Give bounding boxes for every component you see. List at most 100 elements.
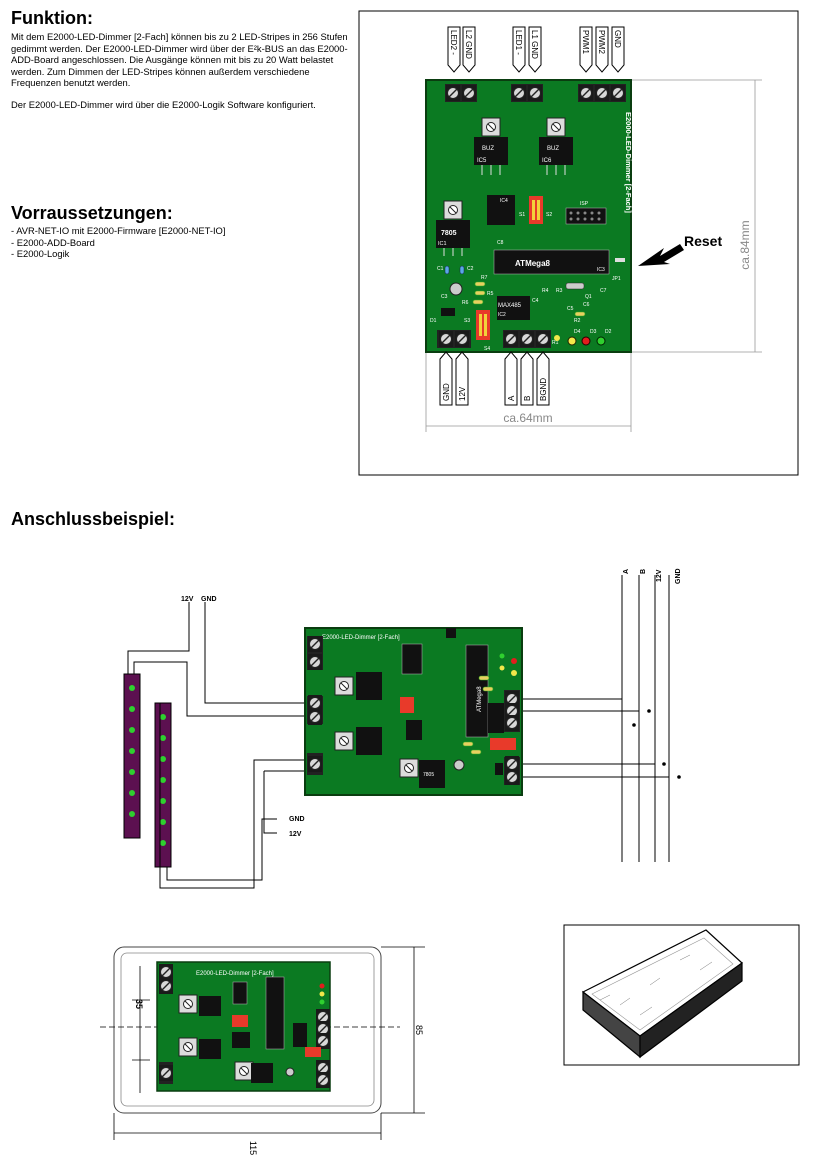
svg-text:C3: C3	[441, 294, 448, 300]
tag-led1: LED1 -	[514, 30, 523, 55]
wire-label-12v-right: 12V	[289, 831, 302, 838]
svg-text:R6: R6	[462, 300, 469, 306]
wiring-example: 12V GND GND 12V A B 12V GND E2000-LED-Di…	[123, 568, 682, 889]
svg-text:S3: S3	[464, 318, 470, 324]
svg-text:7805: 7805	[423, 772, 434, 778]
ic4: IC4	[487, 195, 515, 225]
tag-l2-gnd: L2 GND	[464, 30, 473, 59]
top-connector-tags: LED2 - L2 GND LED1 - L1 GND PWM1 PWM2	[447, 26, 625, 73]
svg-text:Reset: Reset	[684, 233, 722, 249]
svg-text:IC2: IC2	[498, 312, 506, 318]
svg-text:D2: D2	[605, 329, 612, 335]
housing-dim-height: 85	[414, 1025, 424, 1035]
svg-text:E2000-LED-Dimmer [2-Fach]: E2000-LED-Dimmer [2-Fach]	[322, 635, 400, 641]
svg-text:MAX485: MAX485	[498, 303, 522, 309]
isp-header: ISP	[565, 201, 607, 225]
svg-text:IC3: IC3	[597, 267, 605, 273]
pcb-rotated: E2000-LED-Dimmer [2-Fach] 7805 ATMega8	[304, 627, 523, 796]
svg-text:Q1: Q1	[585, 294, 592, 300]
svg-text:R1: R1	[552, 340, 559, 346]
svg-text:C2: C2	[467, 266, 474, 272]
svg-text:C4: C4	[532, 298, 539, 304]
tag-l1-gnd: L1 GND	[530, 30, 539, 59]
housing-dim-offset: 35	[134, 999, 144, 1009]
wire-label-gnd-right: GND	[289, 816, 305, 823]
bus-label-b: B	[640, 569, 647, 574]
transistor-buz-2: BUZ IC6	[539, 117, 573, 175]
svg-text:C6: C6	[583, 302, 590, 308]
tag-led2: LED2 -	[449, 30, 458, 55]
svg-text:R5: R5	[487, 291, 494, 297]
svg-text:IC4: IC4	[500, 198, 508, 204]
tag-bgnd: BGND	[539, 378, 548, 401]
svg-text:C7: C7	[600, 288, 607, 294]
svg-text:S4: S4	[484, 346, 490, 352]
anschluss-heading: Anschlussbeispiel:	[11, 509, 176, 529]
small-components: C1 C2 R7 R5 C3 R6 R4 R3 C4 Q1 C5 C6 C7 R…	[437, 265, 612, 346]
tag-pwm1: PWM1	[581, 30, 590, 55]
svg-text:C1: C1	[437, 266, 444, 272]
top-terminal-blocks	[445, 84, 626, 102]
housing-dim-width: 115	[248, 1141, 258, 1155]
svg-text:E2000-LED-Dimmer [2-Fach]: E2000-LED-Dimmer [2-Fach]	[196, 971, 274, 977]
svg-text:C5: C5	[567, 306, 574, 312]
microcontroller-atmega8: ATMega8 IC3 C8	[493, 240, 610, 275]
led-stripe-2	[154, 702, 172, 868]
svg-text:IC1: IC1	[438, 241, 447, 247]
voraussetzungen-list: - AVR-NET-IO mit E2000-Firmware [E2000-N…	[11, 225, 351, 260]
dimension-height: ca.84mm	[738, 220, 752, 269]
housing-photo	[563, 924, 800, 1066]
svg-text:ISP: ISP	[580, 201, 589, 207]
tag-12v-bottom: 12V	[458, 386, 467, 401]
list-item: - AVR-NET-IO mit E2000-Firmware [E2000-N…	[11, 225, 226, 236]
svg-text:S1: S1	[519, 212, 525, 218]
board-title: E2000-LED-Dimmer [2-Fach]	[624, 112, 633, 213]
funktion-paragraph-2: Der E2000-LED-Dimmer wird über die E2000…	[11, 98, 316, 110]
svg-text:BUZ: BUZ	[482, 146, 494, 152]
tag-b: B	[523, 396, 532, 401]
bus-label-gnd: GND	[675, 568, 682, 584]
voraussetzungen-heading: Vorraussetzungen:	[11, 203, 173, 223]
svg-text:7805: 7805	[441, 230, 457, 237]
diode-and-switches: D1 S3 S4	[430, 308, 490, 352]
list-item: - E2000-ADD-Board	[11, 236, 95, 248]
wire-label-12v: 12V	[181, 596, 194, 603]
switch-s1-s2: S1 S2	[519, 196, 552, 224]
bus-label-12v: 12V	[656, 569, 663, 582]
bottom-terminal-blocks	[437, 330, 551, 348]
reset-callout: Reset	[638, 233, 722, 266]
svg-text:D3: D3	[590, 329, 597, 335]
svg-text:D4: D4	[574, 329, 581, 335]
svg-text:S2: S2	[546, 212, 552, 218]
svg-text:R4: R4	[542, 288, 549, 294]
svg-text:JP1: JP1	[612, 276, 621, 282]
svg-text:IC6: IC6	[542, 158, 552, 164]
jumper-jp1: JP1	[612, 258, 625, 282]
led-stripe-1	[123, 673, 141, 839]
svg-text:R2: R2	[574, 318, 581, 324]
svg-text:BUZ: BUZ	[547, 146, 559, 152]
housing-drawing: 85 115 35 E2000-LED-Dimmer [2-Fach]	[100, 946, 425, 1155]
svg-text:C8: C8	[497, 240, 504, 246]
tag-gnd: GND	[613, 30, 622, 48]
transistor-buz-1: BUZ IC5	[474, 117, 508, 175]
list-item: - E2000-Logik	[11, 248, 70, 260]
svg-text:ATMega8: ATMega8	[477, 686, 483, 712]
tag-pwm2: PWM2	[597, 30, 606, 55]
funktion-paragraph-1: Mit dem E2000-LED-Dimmer [2-Fach] können…	[11, 31, 348, 89]
bus-label-a: A	[623, 569, 630, 574]
svg-text:IC5: IC5	[477, 158, 487, 164]
dimension-width: ca.64mm	[503, 411, 552, 425]
tag-gnd-bottom: GND	[442, 383, 451, 401]
svg-text:D1: D1	[430, 318, 437, 324]
tag-a: A	[507, 395, 516, 401]
funktion-heading: Funktion:	[11, 8, 93, 28]
transceiver-max485: MAX485 IC2	[497, 296, 530, 320]
bottom-connector-tags: GND 12V A B BGND	[439, 351, 550, 406]
board-detail: LED2 - L2 GND LED1 - L1 GND PWM1 PWM2	[358, 10, 799, 476]
funktion-text: Mit dem E2000-LED-Dimmer [2-Fach] können…	[11, 31, 351, 111]
wire-label-gnd: GND	[201, 596, 217, 603]
svg-text:R7: R7	[481, 275, 488, 281]
svg-text:ATMega8: ATMega8	[515, 259, 551, 268]
